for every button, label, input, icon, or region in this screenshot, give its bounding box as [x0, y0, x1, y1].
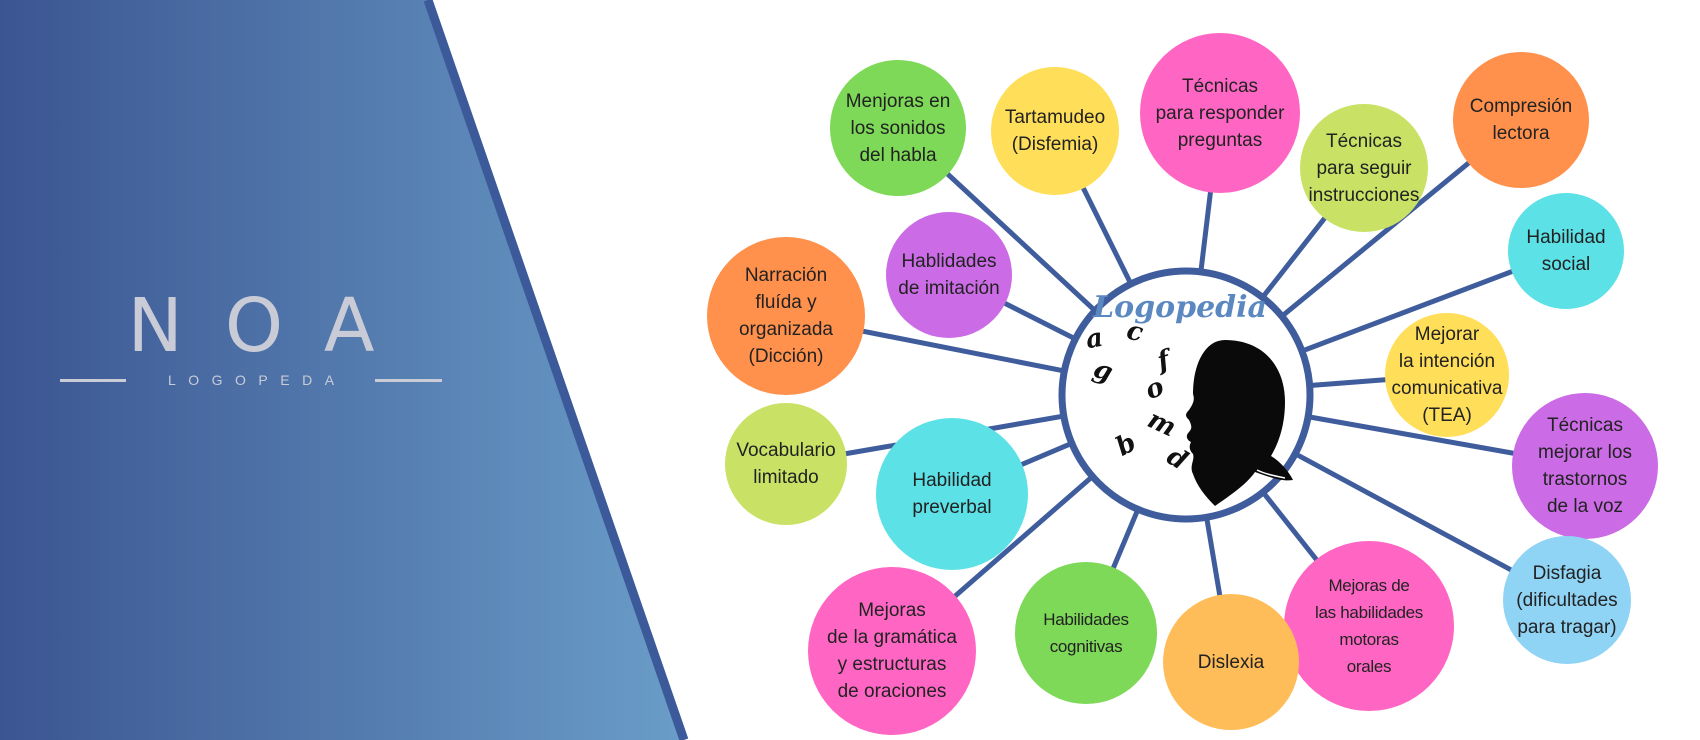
- node-vocabulario: Vocabulario limitado: [725, 403, 847, 525]
- hub-letter-o: o: [1141, 371, 1169, 407]
- hub-letter-g: g: [1089, 353, 1117, 389]
- node-comprension-lectora: Compresión lectora: [1453, 52, 1589, 188]
- node-habilidad-preverbal: Habilidad preverbal: [876, 418, 1028, 570]
- node-narracion: Narración fluída y organizada (Dicción): [707, 237, 865, 395]
- blue-side-panel: [0, 0, 684, 740]
- hub-letter-d: d: [1161, 441, 1193, 477]
- node-habilidad-social: Habilidad social: [1508, 193, 1624, 309]
- node-tartamudeo: Tartamudeo (Disfemia): [991, 67, 1119, 195]
- node-dislexia: Dislexia: [1163, 594, 1299, 730]
- logo-line-left: [60, 379, 126, 382]
- node-tecnicas-responder: Técnicas para responder preguntas: [1140, 33, 1300, 193]
- panel-edge-line: [423, 0, 689, 740]
- node-disfagia: Disfagia (dificultades para tragar): [1503, 536, 1631, 664]
- hub-letter-m: m: [1142, 404, 1181, 444]
- head-profile-icon: [1186, 340, 1293, 506]
- node-intencion-comunicativa: Mejorar la intención comunicativa (TEA): [1385, 313, 1509, 437]
- hub-letter-f: f: [1154, 345, 1174, 377]
- brand-subtitle: LOGOPEDA: [167, 372, 347, 388]
- node-imitacion: Hablidades de imitación: [886, 212, 1012, 338]
- hub-letter-a: a: [1083, 322, 1106, 356]
- node-trastornos-voz: Técnicas mejorar los trastornos de la vo…: [1512, 393, 1658, 539]
- node-menjoras-sonidos: Menjoras en los sonidos del habla: [830, 60, 966, 196]
- logo-line-right: [375, 379, 442, 382]
- hub-letter-b: b: [1111, 427, 1142, 463]
- brand-name: NOA: [127, 283, 417, 369]
- node-tecnicas-seguir: Técnicas para seguir instrucciones: [1300, 104, 1428, 232]
- node-motoras-orales: Mejoras de las habilidades motoras orale…: [1284, 541, 1454, 711]
- brand-logo: NOA LOGOPEDA: [60, 288, 442, 388]
- node-gramatica: Mejoras de la gramática y estructuras de…: [808, 567, 976, 735]
- node-habilidades-cognitivas: Habilidades cognitivas: [1015, 562, 1157, 704]
- hub-title: Logopedia: [1093, 290, 1267, 325]
